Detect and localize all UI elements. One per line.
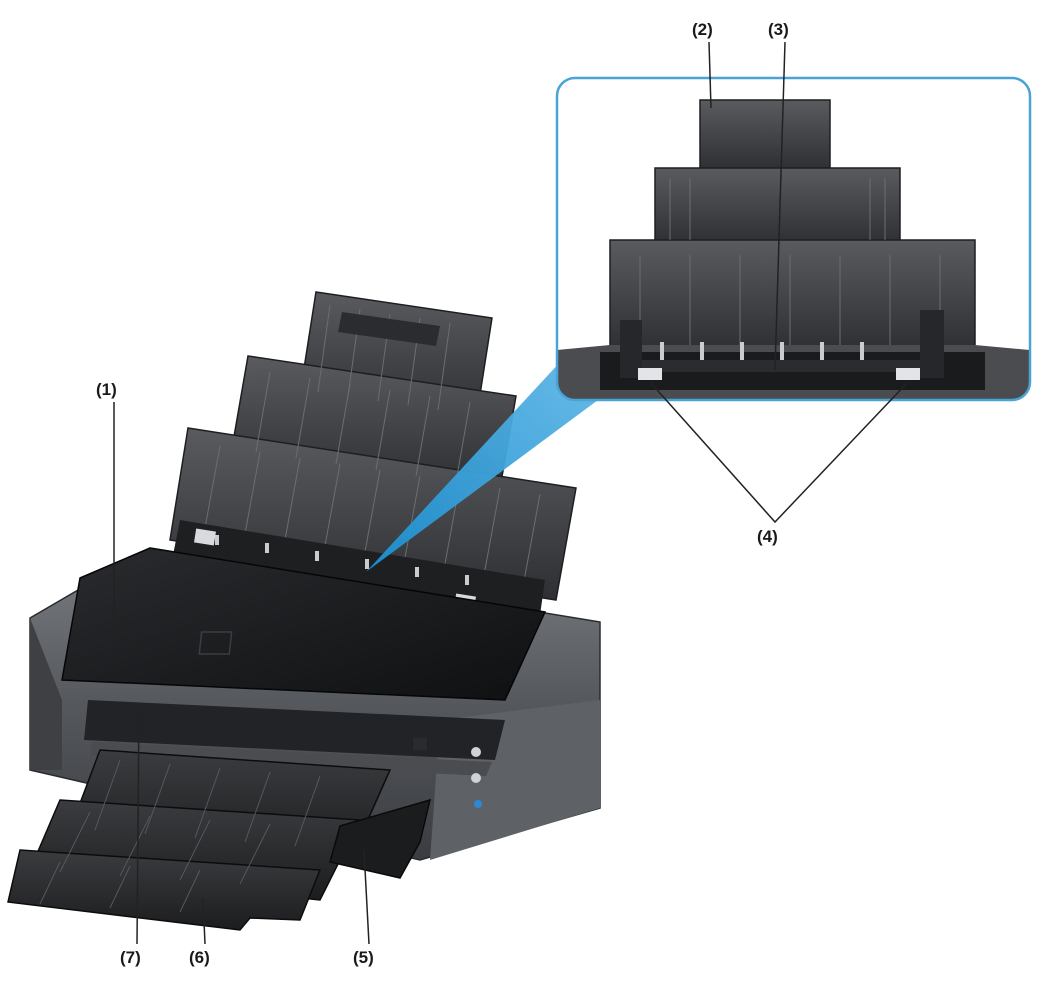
inset-view bbox=[555, 76, 1032, 402]
top-cover-mark bbox=[198, 631, 233, 655]
callout-1: (1) bbox=[96, 380, 117, 399]
inset-paper-support bbox=[699, 99, 831, 171]
callout-4: (4) bbox=[757, 527, 778, 546]
callout-5: (5) bbox=[353, 948, 374, 967]
paper-support bbox=[169, 291, 577, 601]
leader-line-5 bbox=[363, 849, 370, 945]
paper-output-slot bbox=[84, 700, 505, 776]
callout-7: (7) bbox=[120, 948, 141, 967]
callout-3: (3) bbox=[768, 20, 789, 39]
callout-2: (2) bbox=[692, 20, 713, 39]
inset-border bbox=[555, 76, 1032, 402]
leader-line-7 bbox=[136, 705, 140, 945]
callout-6: (6) bbox=[189, 948, 210, 967]
inset-paper-guide-right bbox=[920, 310, 944, 378]
inset-paper-feed-slot bbox=[620, 360, 940, 372]
leader-line-3 bbox=[774, 41, 786, 371]
output-tray-extension bbox=[329, 798, 432, 879]
leader-line-4 bbox=[649, 381, 909, 524]
top-cover bbox=[61, 547, 547, 701]
inset-paper-guide-left bbox=[620, 320, 642, 378]
paper-output-tray bbox=[7, 749, 392, 931]
leader-line-2 bbox=[708, 41, 712, 109]
zoom-beam bbox=[366, 360, 598, 572]
leader-lines bbox=[113, 41, 909, 945]
leader-line-6 bbox=[202, 897, 206, 945]
operation-panel bbox=[413, 738, 482, 808]
